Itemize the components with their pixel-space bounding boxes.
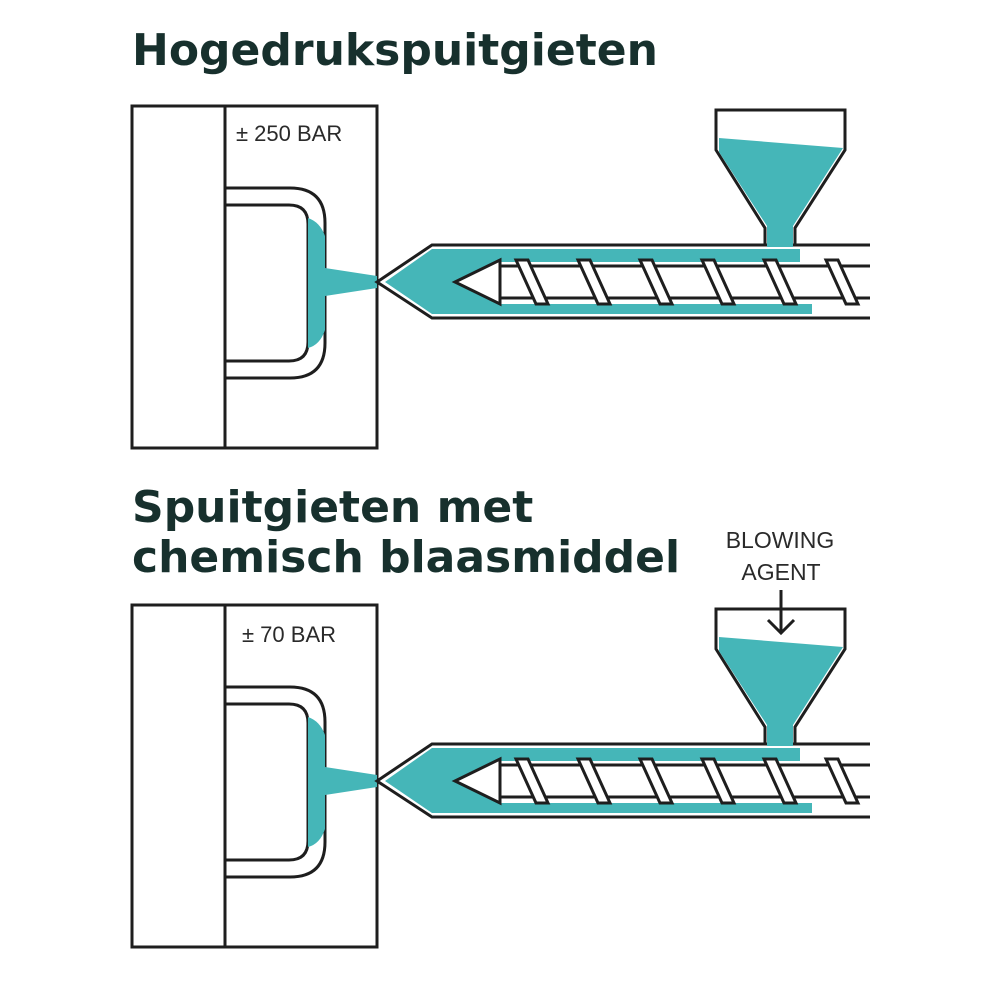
down-arrow-icon [766, 590, 796, 636]
blowing-agent-label-line1: BLOWING [726, 527, 835, 553]
title-chemical-line2: chemisch blaasmiddel [132, 532, 681, 583]
machine-chemical-blowing [130, 603, 872, 949]
title-high-pressure: Hogedrukspuitgieten [132, 25, 658, 76]
blowing-agent-label-line2: AGENT [741, 559, 820, 585]
pressure-label-low: ± 70 BAR [242, 622, 336, 647]
pressure-label-high: ± 250 BAR [236, 121, 342, 146]
title-chemical-blowing-agent: Spuitgieten met chemisch blaasmiddel [132, 483, 680, 583]
machine-high-pressure [130, 104, 872, 450]
title-chemical-line1: Spuitgieten met [132, 482, 534, 533]
